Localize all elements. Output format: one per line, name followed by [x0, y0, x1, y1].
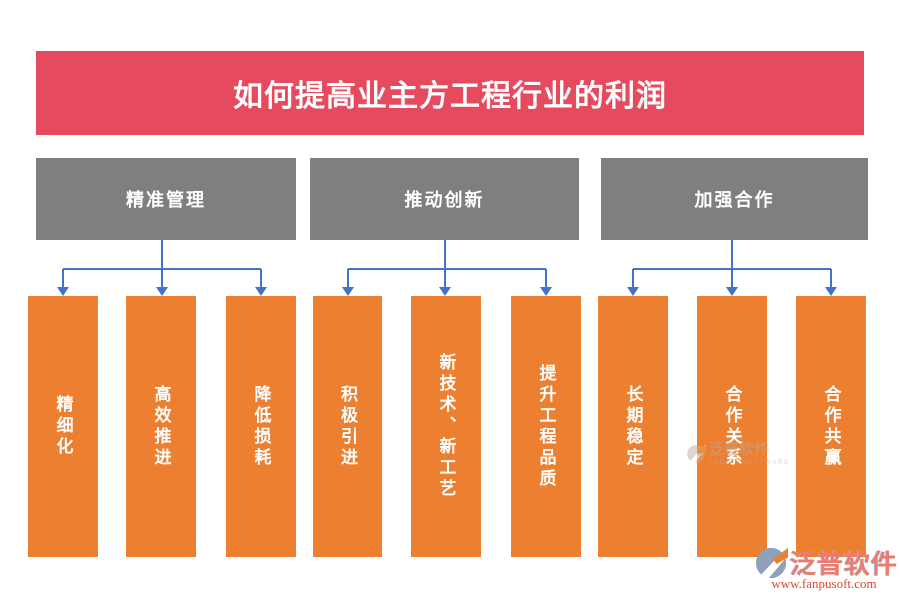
branch-bar: 高效推进 — [126, 296, 196, 557]
branch-bar: 提升工程品质 — [511, 296, 581, 557]
category-label: 精准管理 — [126, 190, 206, 210]
branch-bar: 新技术、新工艺 — [411, 296, 481, 557]
category-box-promote-innovation: 推动创新 — [310, 158, 579, 240]
category-box-strengthen-cooperation: 加强合作 — [601, 158, 868, 240]
branch-bar: 精细化 — [28, 296, 98, 557]
diagram-title: 如何提高业主方工程行业的利润 — [233, 80, 667, 113]
vendor-logo-name: 泛普软件 — [790, 549, 899, 579]
category-label: 推动创新 — [404, 190, 485, 210]
title-banner: 如何提高业主方工程行业的利润 — [36, 51, 864, 135]
category-box-precise-management: 精准管理 — [36, 158, 296, 240]
branch-bar: 合作关系 — [697, 296, 767, 557]
category-label: 加强合作 — [694, 190, 775, 210]
vendor-logo-url: www.fanpusoft.com — [771, 576, 877, 591]
vendor-logo: 泛普软件 www.fanpusoft.com — [754, 544, 897, 592]
branch-bar: 积极引进 — [313, 296, 382, 557]
branch-bar: 合作共赢 — [796, 296, 866, 557]
vendor-logo-icon — [755, 545, 788, 580]
branch-bar: 降低损耗 — [226, 296, 296, 557]
branch-bar: 长期稳定 — [598, 296, 668, 557]
